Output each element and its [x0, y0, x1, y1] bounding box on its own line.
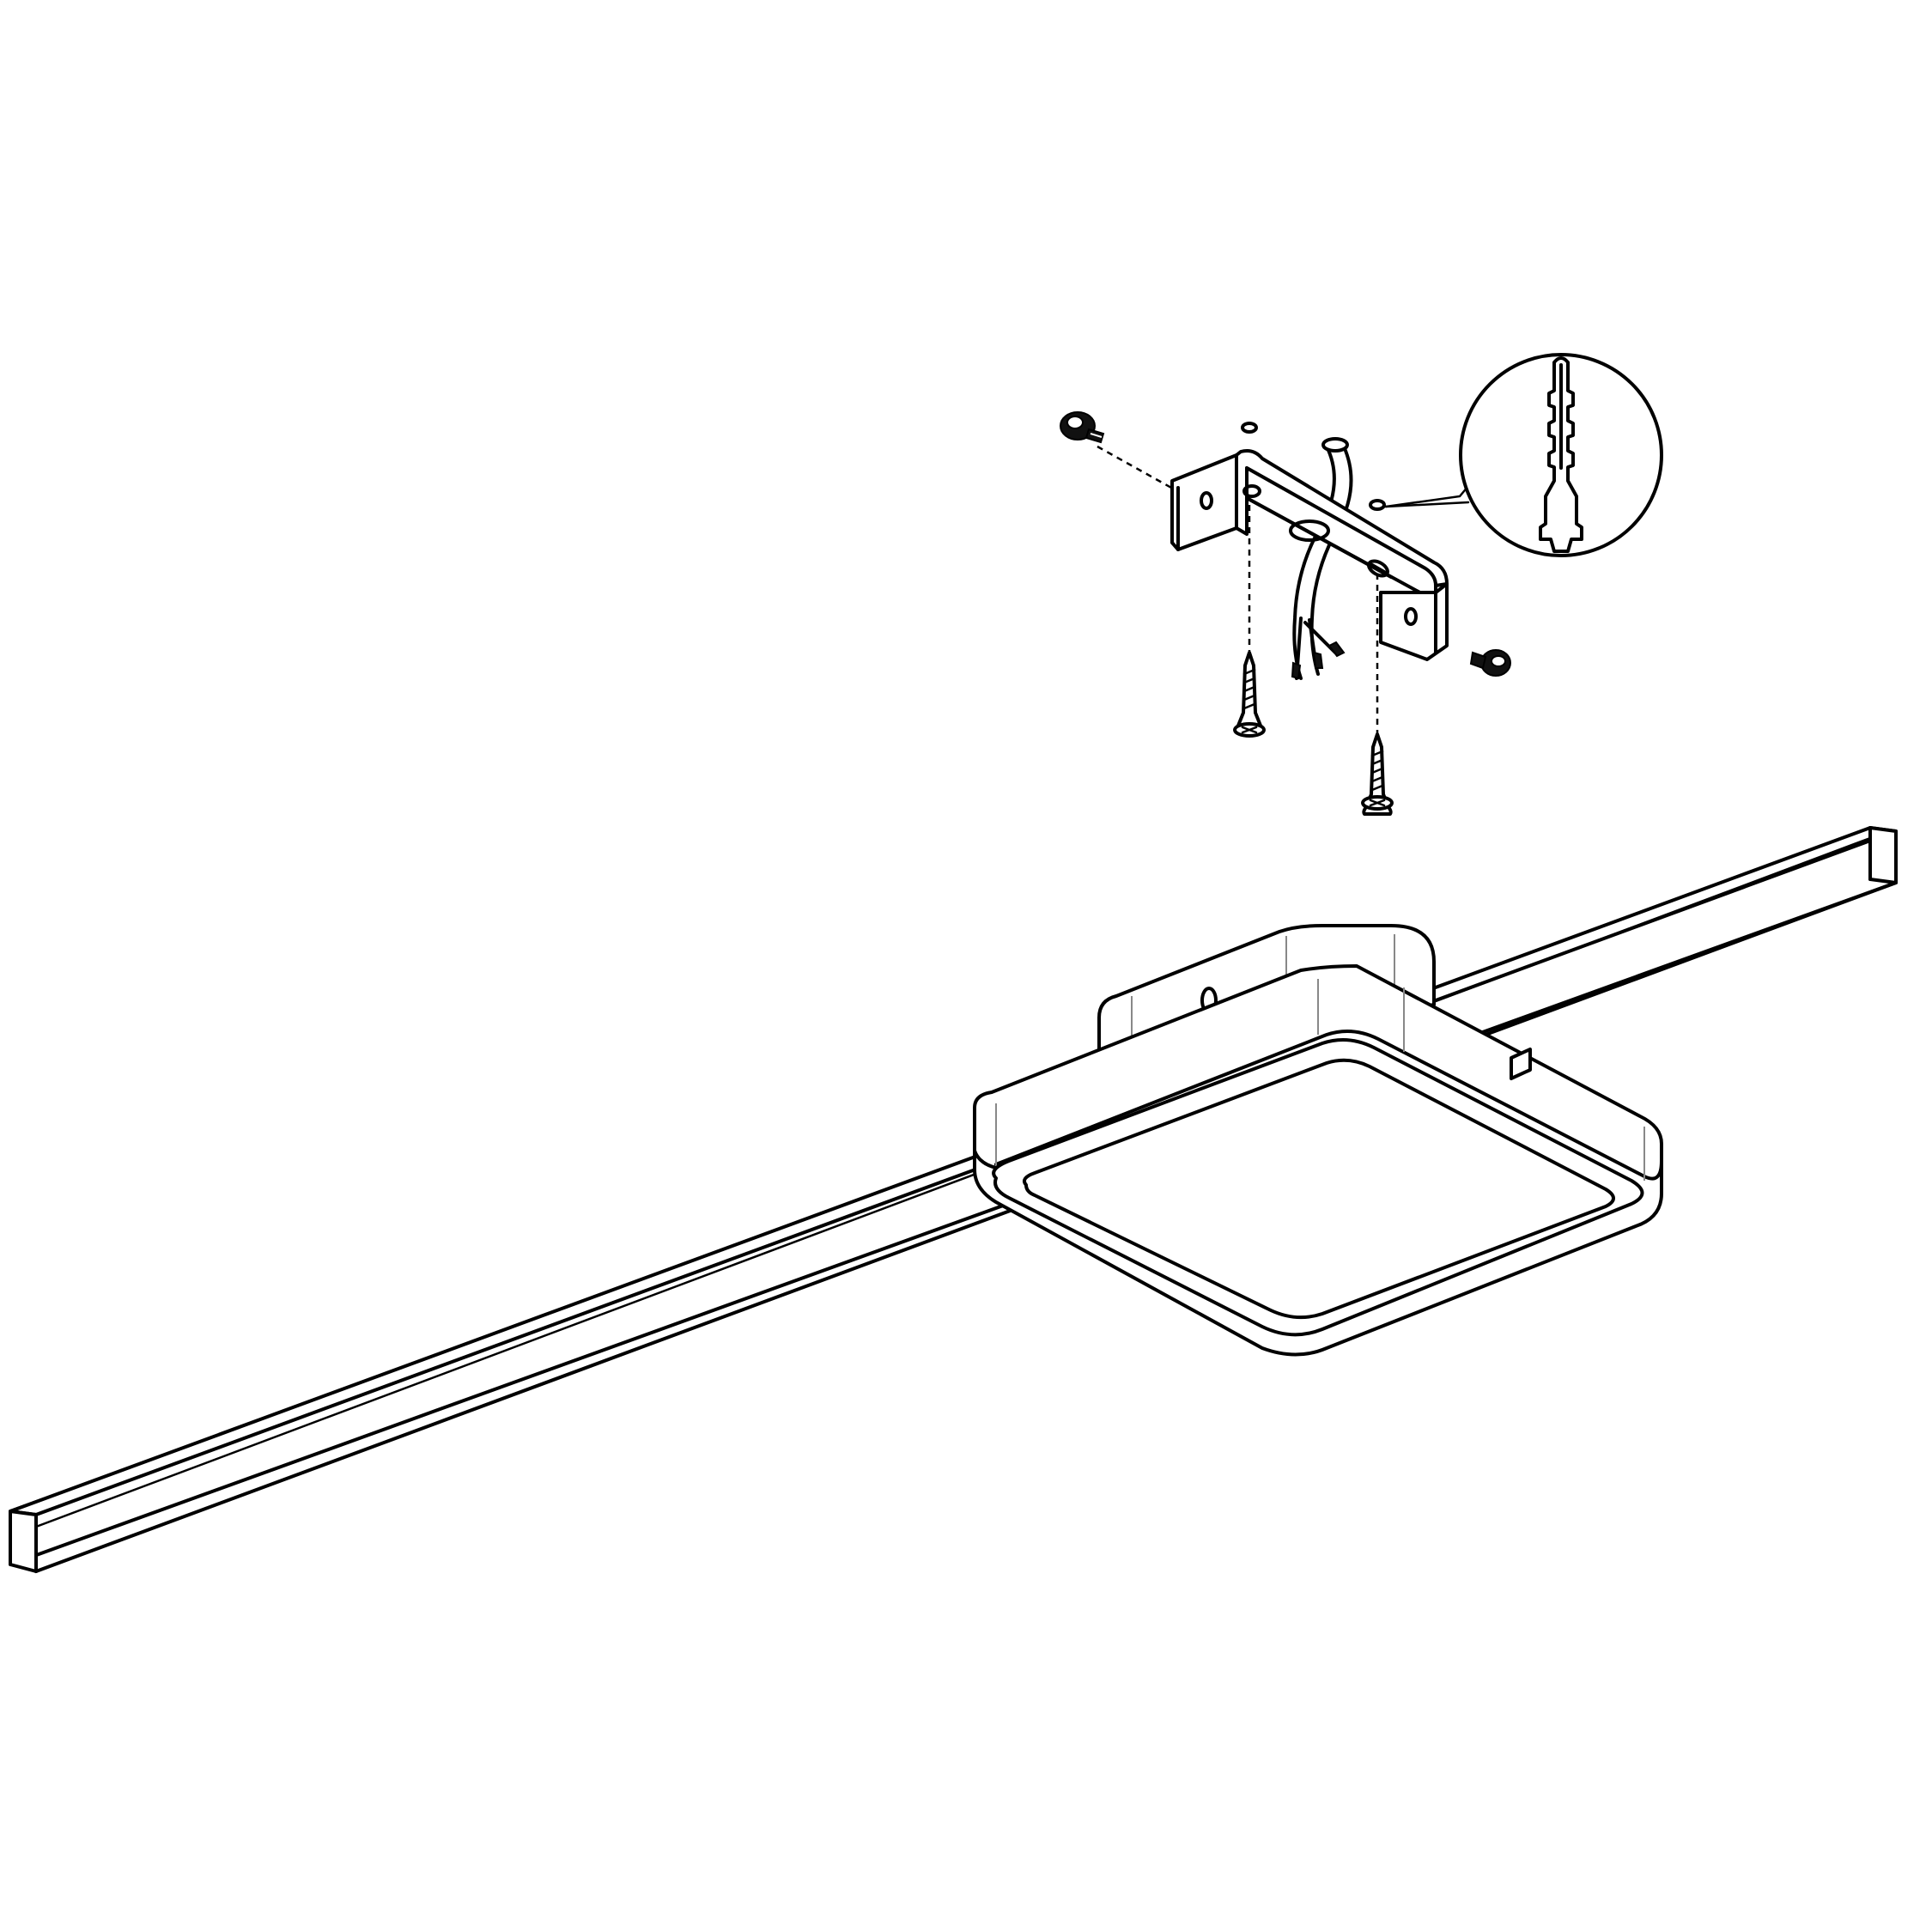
cable-hole — [1289, 519, 1330, 542]
diffuser-lens — [1023, 1058, 1615, 1320]
mounting-bracket — [1170, 449, 1449, 661]
bolt-guide-line — [1097, 445, 1203, 507]
light-fixture — [9, 826, 1898, 1573]
ceiling-hole-left — [1241, 422, 1258, 434]
fixing-bolt-left — [1060, 411, 1105, 444]
ceiling-hole-right — [1369, 499, 1386, 511]
fixing-bolt-right — [1469, 649, 1511, 677]
bar-joint — [1510, 1048, 1532, 1080]
bracket-flange-left — [1170, 453, 1238, 551]
screw-right — [1361, 732, 1394, 816]
wall-plug-detail — [1459, 353, 1663, 557]
square-lamp-panel — [973, 964, 1663, 1357]
mounting-hardware — [1060, 353, 1663, 816]
light-bar-end-cap-right — [1868, 826, 1898, 884]
screw-left — [1233, 651, 1266, 738]
supply-cable — [1291, 437, 1353, 680]
light-bar-end-cap-left — [9, 1510, 38, 1573]
